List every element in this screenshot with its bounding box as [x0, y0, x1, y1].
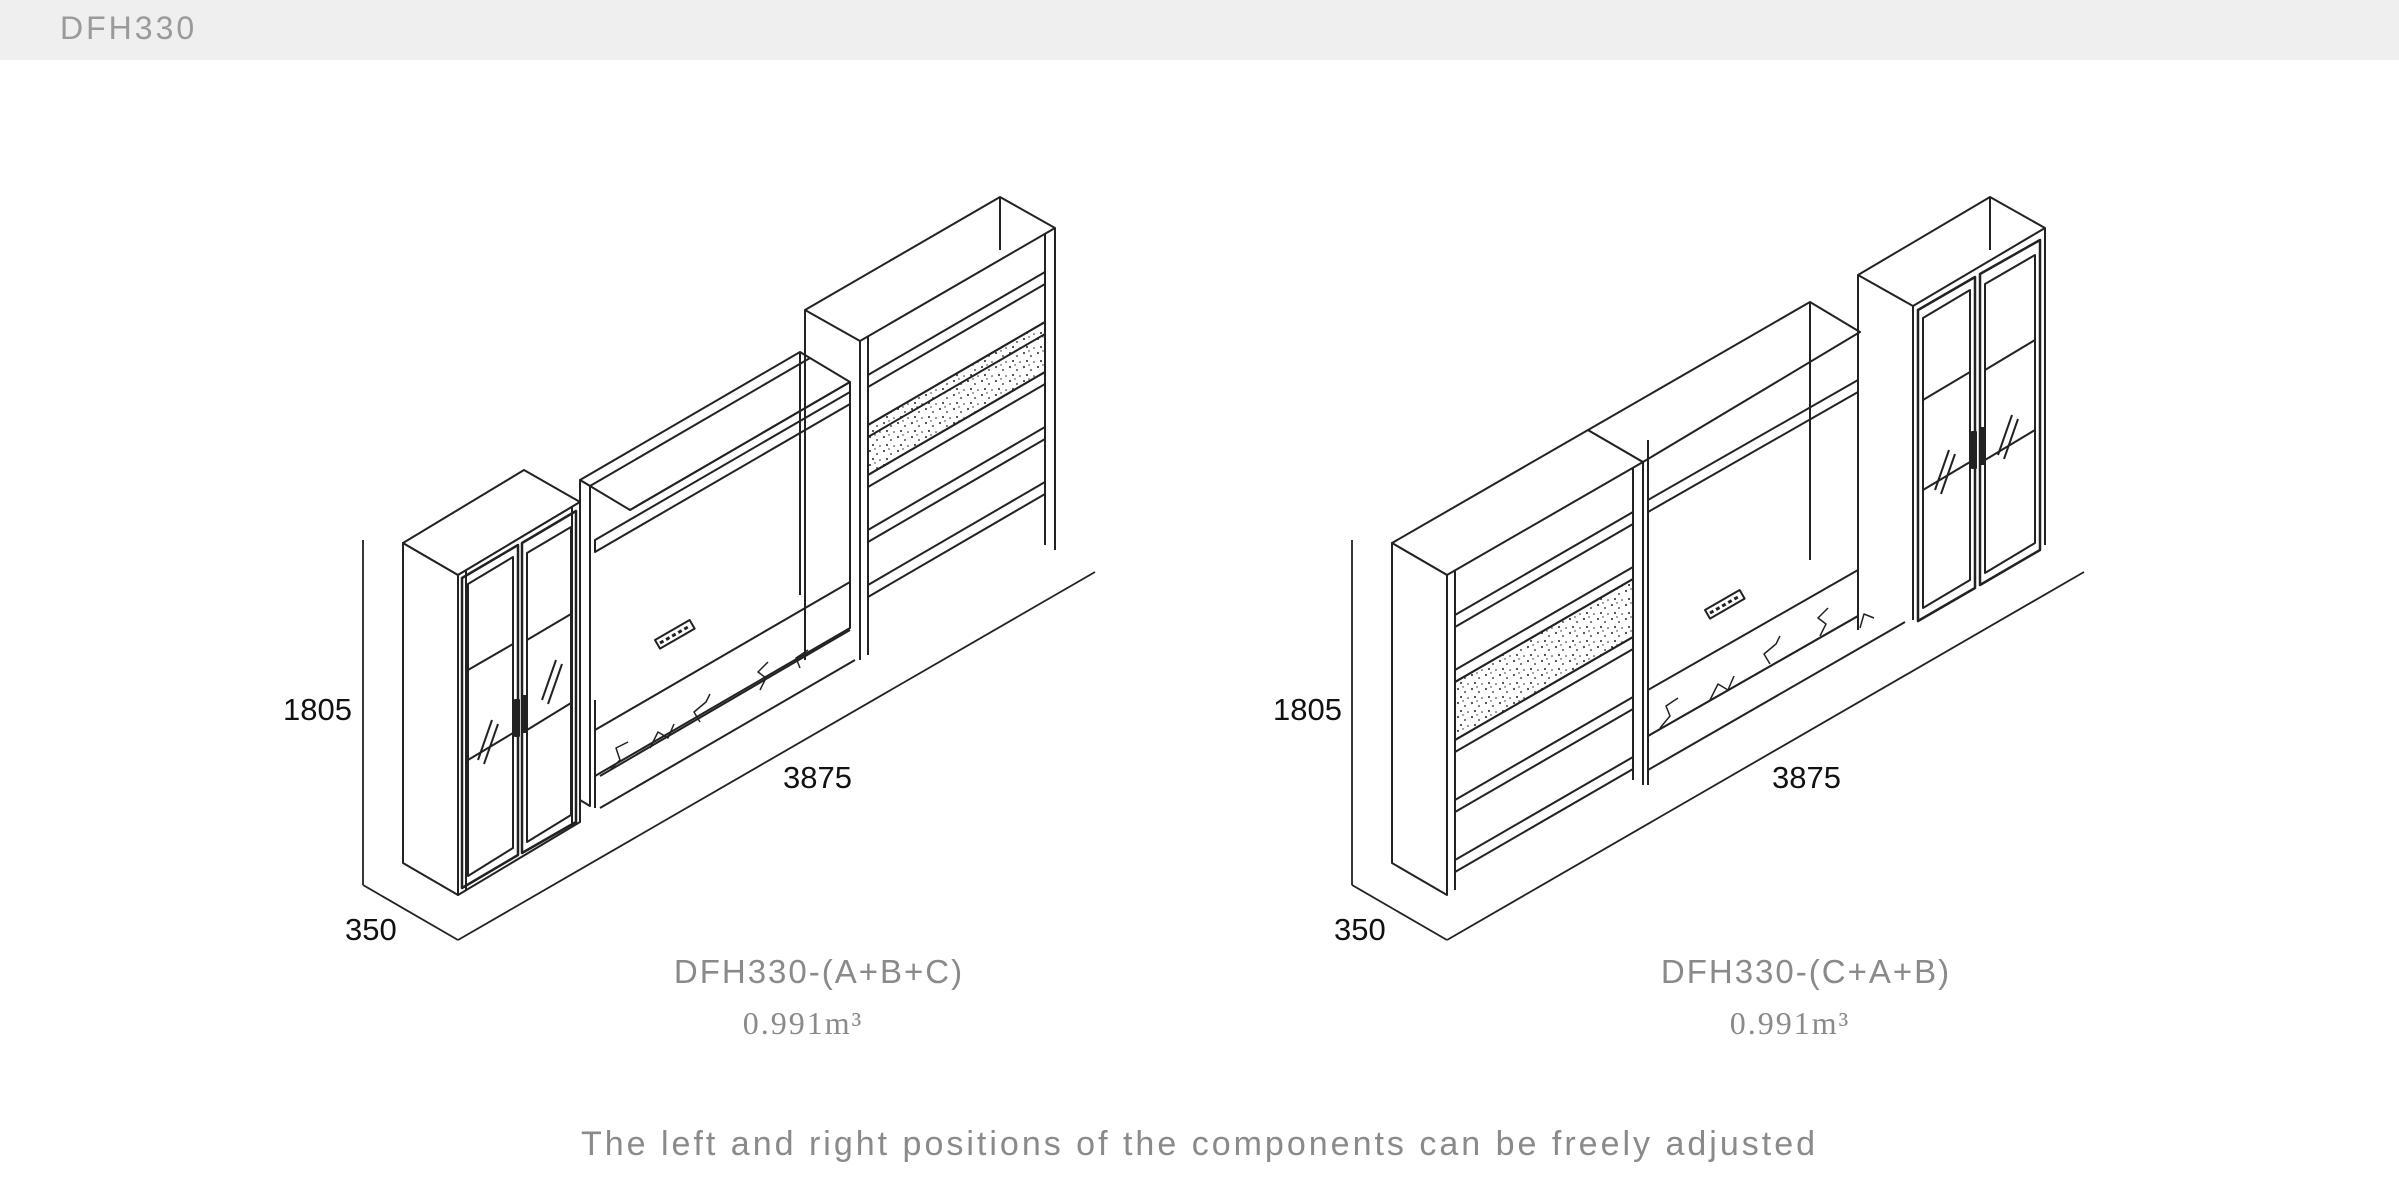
cabinet-glass-door-right	[1857, 196, 2046, 630]
shelf-unit-right	[1391, 429, 1644, 896]
cabinet-glass-door-left	[402, 469, 581, 896]
depth-label-right: 350	[1334, 912, 1386, 947]
diagram-left	[362, 196, 1096, 941]
footer-note: The left and right positions of the comp…	[580, 1125, 1819, 1163]
volume-caption-left: 0.991m³	[742, 1005, 864, 1041]
tv-unit-left	[579, 351, 856, 809]
dimension-lines-right	[1351, 540, 2085, 941]
tv-unit-right	[1587, 301, 1906, 785]
volume-caption-right: 0.991m³	[1729, 1005, 1851, 1041]
height-label-right: 1805	[1273, 692, 1342, 727]
model-caption-right: DFH330-(C+A+B)	[1660, 953, 1952, 990]
model-caption-left: DFH330-(A+B+C)	[673, 953, 965, 990]
dimension-lines-left	[362, 540, 1096, 941]
depth-label-left: 350	[345, 912, 397, 947]
height-label-left: 1805	[283, 692, 352, 727]
header-bar: DFH330	[0, 0, 2399, 60]
diagram-right	[1351, 196, 2085, 941]
shelf-unit-left	[804, 196, 1056, 660]
width-label-right: 3875	[1772, 760, 1841, 795]
width-label-left: 3875	[783, 760, 852, 795]
header-title: DFH330	[60, 10, 198, 46]
